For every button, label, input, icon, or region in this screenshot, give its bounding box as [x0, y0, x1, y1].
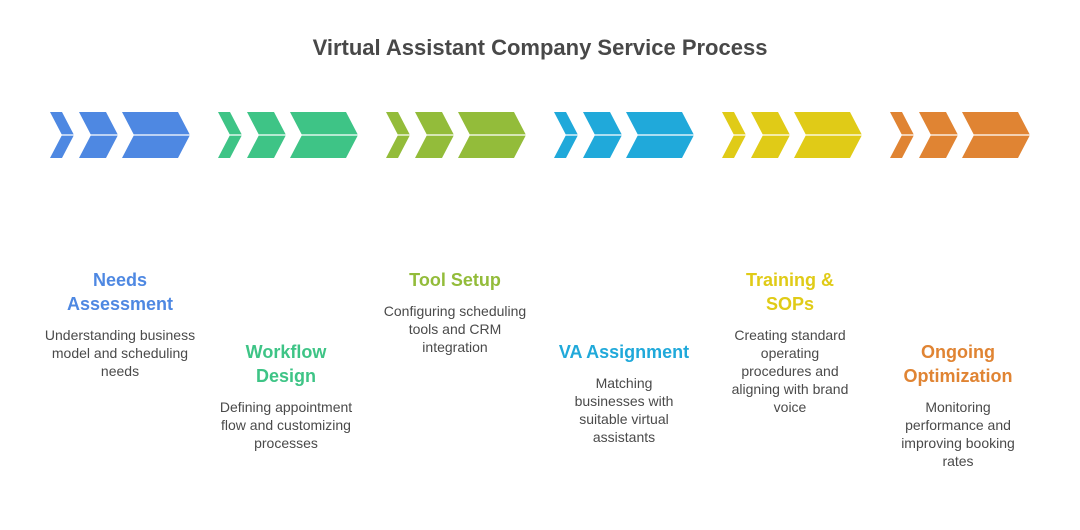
chevron-arrow-group-icon: [554, 112, 695, 158]
chevron-medium-icon: [919, 112, 958, 158]
chevron-small-icon: [50, 112, 74, 158]
chevron-arrow-group-icon: [50, 112, 191, 158]
step-title: Workflow Design: [245, 342, 327, 386]
step-needs-assessment: Needs Assessment Understanding business …: [40, 268, 200, 380]
arrow-large-icon: [290, 112, 358, 158]
chevron-small-icon: [722, 112, 746, 158]
step-description: Defining appointment flow and customizin…: [219, 399, 353, 451]
chevron-medium-icon: [247, 112, 286, 158]
step-tool-setup: Tool Setup Configuring scheduling tools …: [375, 268, 535, 356]
chevron-medium-icon: [415, 112, 454, 158]
chevron-small-icon: [554, 112, 578, 158]
step-title: Tool Setup: [409, 270, 501, 290]
step-description: Understanding business model and schedul…: [44, 327, 196, 379]
chevron-small-icon: [890, 112, 914, 158]
step-description: Matching businesses with suitable virtua…: [574, 375, 674, 445]
chevron-small-icon: [218, 112, 242, 158]
chevron-arrow-group-icon: [218, 112, 359, 158]
arrow-large-icon: [626, 112, 694, 158]
step-title: VA Assignment: [558, 342, 690, 362]
chevron-arrow-group-icon: [386, 112, 527, 158]
step-training-sops: Training & SOPs Creating standard operat…: [710, 268, 870, 416]
step-ongoing-optimization: Ongoing Optimization Monitoring performa…: [878, 340, 1038, 470]
chevron-medium-icon: [79, 112, 118, 158]
step-description: Monitoring performance and improving boo…: [901, 399, 1015, 469]
chevron-medium-icon: [583, 112, 622, 158]
arrow-large-icon: [122, 112, 190, 158]
step-workflow-design: Workflow Design Defining appointment flo…: [206, 340, 366, 452]
chevron-small-icon: [386, 112, 410, 158]
step-va-assignment: VA Assignment Matching businesses with s…: [544, 340, 704, 446]
step-description: Creating standard operating procedures a…: [731, 327, 849, 415]
chevron-medium-icon: [751, 112, 790, 158]
arrow-large-icon: [458, 112, 526, 158]
arrow-large-icon: [794, 112, 862, 158]
step-title: Ongoing Optimization: [903, 342, 1013, 386]
step-title: Training & SOPs: [745, 270, 834, 314]
chevron-arrow-group-icon: [890, 112, 1031, 158]
step-description: Configuring scheduling tools and CRM int…: [383, 303, 527, 355]
diagram-title: Virtual Assistant Company Service Proces…: [312, 35, 768, 60]
arrow-large-icon: [962, 112, 1030, 158]
step-title: Needs Assessment: [66, 270, 174, 314]
chevron-arrow-group-icon: [722, 112, 863, 158]
